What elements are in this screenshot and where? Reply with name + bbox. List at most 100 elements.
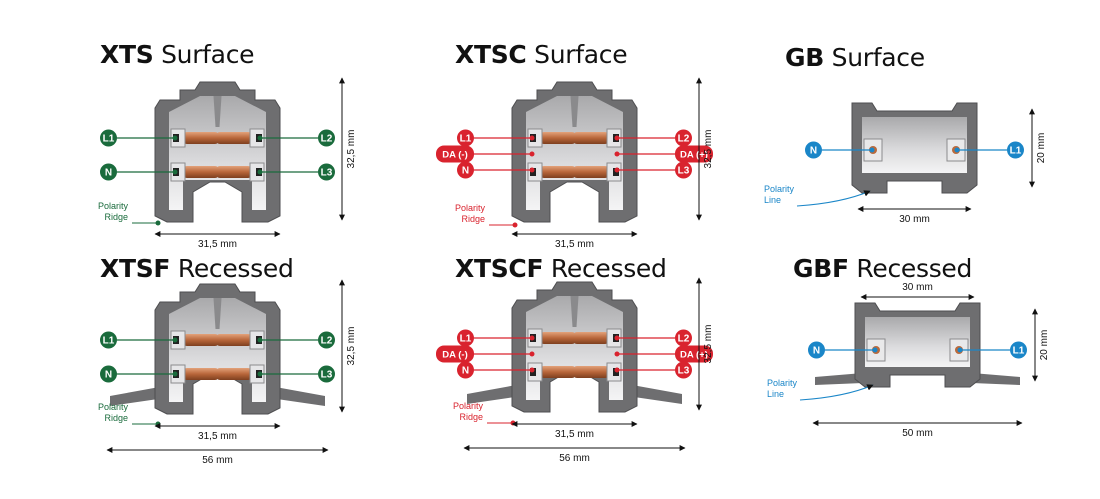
label-left-0: L1 bbox=[103, 134, 115, 145]
copper-conductor-left-1 bbox=[183, 166, 219, 178]
label-left-0-badge bbox=[805, 141, 822, 159]
polarity-note-line2: Line bbox=[764, 195, 781, 205]
dim-height: 20 mm bbox=[1036, 133, 1047, 164]
leader-dot-right-0 bbox=[957, 347, 963, 353]
leader-dot-left-1 bbox=[172, 169, 178, 175]
polarity-note-line1: Polarity bbox=[98, 402, 129, 412]
label-right-1-badge bbox=[675, 145, 713, 163]
center-fin bbox=[570, 296, 579, 327]
copper-conductor-left-1 bbox=[540, 366, 576, 378]
label-left-0: N bbox=[813, 346, 820, 357]
label-right-0: L2 bbox=[321, 336, 333, 347]
dim-width: 31,5 mm bbox=[555, 239, 594, 250]
label-right-0-badge bbox=[675, 329, 692, 347]
label-left-2-badge bbox=[457, 361, 474, 379]
leader-dot-left-0 bbox=[869, 147, 875, 153]
dim-height: 32,5 mm bbox=[703, 325, 714, 364]
label-right-0: L1 bbox=[1010, 146, 1022, 157]
flange-right bbox=[627, 384, 682, 404]
title-xtscf: XTSCF Recessed bbox=[455, 254, 667, 283]
polarity-note-line2: Ridge bbox=[104, 212, 128, 222]
leader-dot-left-0 bbox=[529, 135, 535, 141]
label-right-0-badge bbox=[1010, 341, 1027, 359]
flange-left bbox=[815, 373, 863, 385]
polarity-note-line1: Polarity bbox=[98, 201, 129, 211]
leader-dot-right-1 bbox=[257, 169, 263, 175]
label-right-0-badge bbox=[675, 129, 692, 147]
dim-height: 20 mm bbox=[1039, 330, 1050, 361]
label-right-1: L3 bbox=[321, 168, 333, 179]
copper-conductor-right-1 bbox=[573, 366, 609, 378]
title-xtsf: XTSF Recessed bbox=[100, 254, 294, 283]
dim-width: 31,5 mm bbox=[555, 429, 594, 440]
label-left-0: L1 bbox=[460, 334, 472, 345]
polarity-leader bbox=[799, 384, 874, 401]
leader-dot-left-1 bbox=[172, 371, 178, 377]
label-right-1-badge bbox=[675, 345, 713, 363]
flange-right bbox=[270, 386, 325, 406]
title-xts: XTS Surface bbox=[100, 40, 255, 69]
dim-flange: 50 mm bbox=[902, 428, 933, 439]
polarity-note-line1: Polarity bbox=[455, 203, 486, 213]
title-gb: GB Surface bbox=[785, 43, 925, 72]
center-fin bbox=[213, 96, 222, 127]
title-gbf: GBF Recessed bbox=[793, 254, 973, 283]
copper-conductor-left-0 bbox=[540, 132, 576, 144]
profile-channel bbox=[862, 117, 967, 173]
copper-conductor-left-1 bbox=[183, 368, 219, 380]
leader-dot-right-0 bbox=[954, 147, 960, 153]
profile-channel bbox=[169, 96, 266, 210]
leader-dot-left-0 bbox=[872, 347, 878, 353]
copper-conductor-right-0 bbox=[573, 332, 609, 344]
dim-width: 30 mm bbox=[899, 214, 930, 225]
label-right-1-badge bbox=[318, 365, 335, 383]
label-right-0-badge bbox=[318, 129, 335, 147]
leader-dot-right-0 bbox=[257, 337, 263, 343]
label-right-2: L3 bbox=[678, 366, 690, 377]
polarity-note-line2: Ridge bbox=[459, 412, 483, 422]
label-left-0: L1 bbox=[103, 336, 115, 347]
polarity-dot bbox=[512, 222, 518, 228]
polarity-note-line2: Ridge bbox=[104, 413, 128, 423]
flange-left bbox=[110, 386, 165, 406]
profile-channel bbox=[865, 317, 970, 367]
leader-dot-right-2 bbox=[614, 367, 620, 373]
polarity-note-line2: Ridge bbox=[461, 214, 485, 224]
label-left-0: L1 bbox=[460, 134, 472, 145]
label-left-1-badge bbox=[436, 145, 474, 163]
copper-conductor-right-1 bbox=[216, 166, 252, 178]
label-left-2: N bbox=[462, 366, 469, 377]
label-left-1: N bbox=[105, 168, 112, 179]
label-right-0: L2 bbox=[321, 134, 333, 145]
leader-dot-right-1 bbox=[614, 151, 620, 157]
profile-channel bbox=[526, 296, 623, 400]
dim-height: 32,5 mm bbox=[346, 130, 357, 169]
leader-dot-left-1 bbox=[529, 151, 535, 157]
leader-dot-right-1 bbox=[614, 351, 620, 357]
profile-xts bbox=[154, 81, 281, 223]
polarity-note-line1: Polarity bbox=[453, 401, 484, 411]
leader-dot-left-0 bbox=[172, 135, 178, 141]
dim-width: 31,5 mm bbox=[198, 239, 237, 250]
polarity-dot bbox=[510, 420, 516, 426]
label-left-0-badge bbox=[100, 129, 117, 147]
leader-dot-right-1 bbox=[257, 371, 263, 377]
dim-height: 32,5 mm bbox=[346, 327, 357, 366]
copper-conductor-left-0 bbox=[183, 334, 219, 346]
label-right-2: L3 bbox=[678, 166, 690, 177]
dim-flange: 56 mm bbox=[559, 453, 590, 464]
dim-width: 31,5 mm bbox=[198, 431, 237, 442]
label-left-1: N bbox=[105, 370, 112, 381]
label-right-0-badge bbox=[1007, 141, 1024, 159]
polarity-dot bbox=[155, 220, 161, 226]
profile-channel bbox=[526, 96, 623, 210]
copper-conductor-right-0 bbox=[573, 132, 609, 144]
label-right-0-badge bbox=[318, 331, 335, 349]
leader-dot-right-0 bbox=[257, 135, 263, 141]
polarity-leader bbox=[796, 190, 871, 207]
dim-flange: 56 mm bbox=[202, 455, 233, 466]
profile-channel bbox=[169, 298, 266, 402]
label-left-1: DA (-) bbox=[442, 350, 468, 361]
leader-dot-left-2 bbox=[529, 367, 535, 373]
